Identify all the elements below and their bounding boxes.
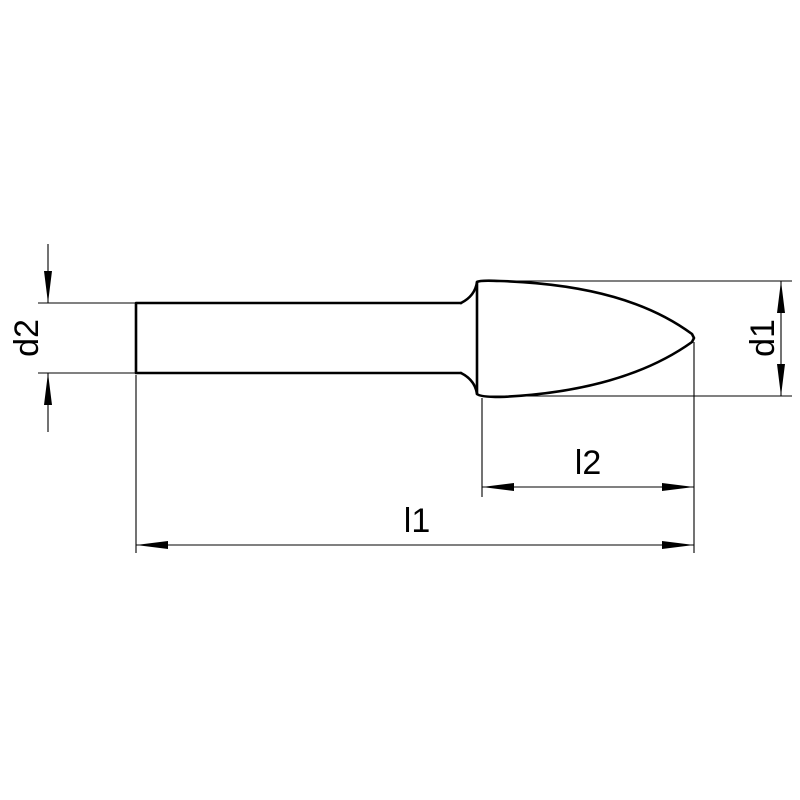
l1-arrow-right <box>662 541 694 549</box>
dimension-d2: d2 <box>8 244 136 432</box>
d2-arrow-top <box>44 271 52 303</box>
l2-arrow-left <box>482 483 514 491</box>
l1-label: l1 <box>404 502 430 540</box>
dimension-l2: l2 <box>481 342 695 553</box>
dimension-d1: d1 <box>480 280 792 397</box>
dimension-l1: l1 <box>135 375 694 553</box>
d1-arrow-top <box>777 281 785 313</box>
neck-fillet-bottom <box>459 371 479 396</box>
l1-arrow-left <box>136 541 168 549</box>
l2-arrow-right <box>662 483 694 491</box>
l2-label: l2 <box>575 444 601 482</box>
d2-arrow-bottom <box>44 373 52 405</box>
head-outline <box>475 279 696 399</box>
shank-outline <box>134 301 463 375</box>
neck-fillet-top <box>459 280 479 305</box>
d1-label: d1 <box>744 319 782 357</box>
d2-label: d2 <box>8 319 46 357</box>
carbide-bur-outline <box>134 279 696 399</box>
d1-arrow-bottom <box>777 364 785 396</box>
